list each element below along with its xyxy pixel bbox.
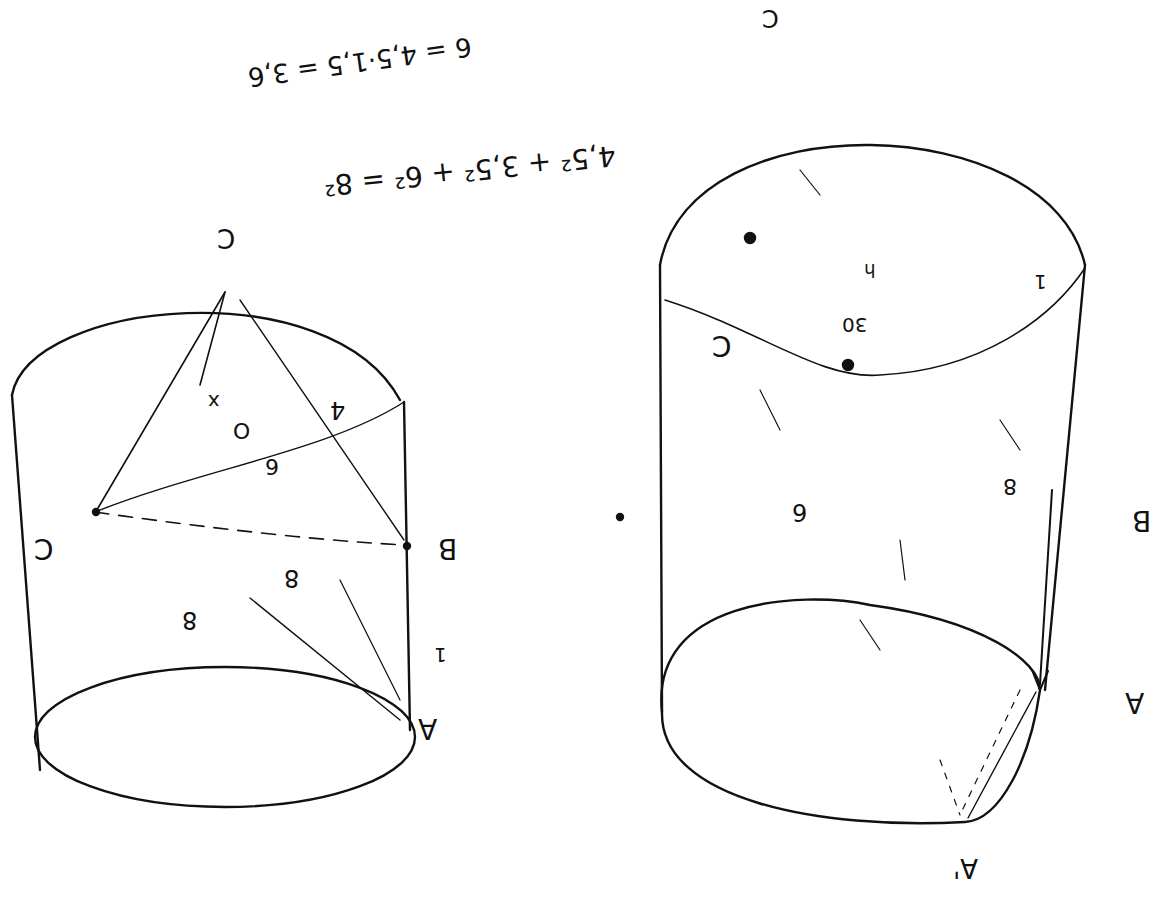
handwritten-label: 6	[263, 454, 281, 478]
handwritten-label: 4,5² + 3,5² + 6² = 8²	[321, 140, 620, 201]
cylinder-side	[404, 402, 410, 730]
handwritten-label: C	[32, 533, 56, 563]
handwritten-label: B	[436, 533, 459, 563]
point	[404, 543, 410, 549]
handwritten-label: 30	[840, 314, 869, 336]
segment	[250, 598, 400, 720]
segment	[340, 580, 400, 700]
handwritten-label: B	[1130, 505, 1153, 535]
handwritten-label: 1	[1032, 271, 1049, 293]
segment	[98, 292, 225, 508]
section-arc	[95, 402, 404, 512]
hidden-line	[940, 760, 960, 815]
section-arc	[665, 268, 1085, 375]
handwritten-label: 1	[432, 644, 449, 666]
segment	[200, 292, 225, 385]
cylinder-base	[35, 667, 415, 807]
handwritten-label: C	[215, 224, 237, 252]
hidden-line	[960, 690, 1020, 815]
hidden-line	[95, 512, 406, 545]
handwritten-label: 8	[282, 565, 301, 591]
handwritten-label: 6 = 4,5·1,5 = 3,6	[244, 32, 475, 92]
handwritten-label: A	[416, 713, 439, 743]
cylinder-top	[12, 313, 400, 400]
arrow-head	[1032, 670, 1048, 690]
segment	[240, 300, 404, 540]
point	[745, 233, 755, 243]
stroke	[760, 390, 780, 430]
point	[843, 360, 853, 370]
arrow-line	[1040, 490, 1052, 684]
point	[617, 514, 623, 520]
handwritten-label: x	[206, 391, 222, 413]
handwritten-label: O	[231, 418, 252, 442]
handwritten-label: 6	[790, 499, 809, 525]
handwritten-label: C	[760, 5, 781, 31]
segment	[968, 692, 1036, 818]
handwritten-label: A'	[951, 854, 980, 882]
stroke	[860, 620, 880, 650]
handwritten-label: C	[710, 330, 734, 360]
stroke	[900, 540, 905, 580]
handwritten-label: h	[862, 260, 877, 280]
cylinder-side	[12, 395, 40, 770]
cylinder-side	[1045, 265, 1085, 690]
handwritten-label: 8	[1001, 474, 1019, 498]
handwritten-label: A	[1123, 687, 1146, 717]
point	[93, 509, 99, 515]
handwritten-label: 8	[180, 607, 199, 633]
stroke	[800, 170, 820, 195]
cylinder-side	[660, 265, 662, 712]
stroke	[1000, 420, 1020, 450]
cylinder-base	[661, 600, 1040, 824]
cylinder-top	[660, 145, 1085, 265]
handwritten-label: 4	[328, 397, 347, 423]
